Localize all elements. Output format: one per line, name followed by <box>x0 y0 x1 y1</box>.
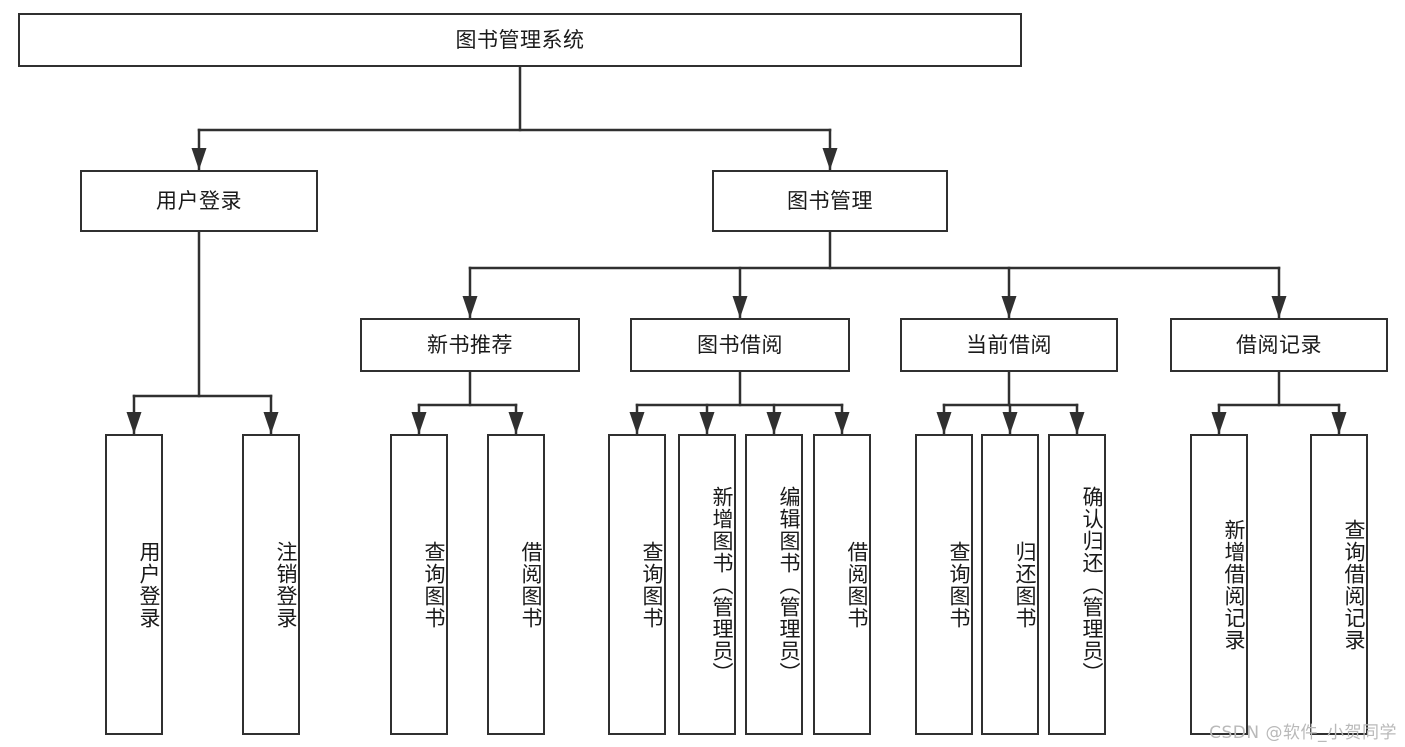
node-new-book-recommend[interactable]: 新书推荐 <box>360 318 580 372</box>
node-leaf-return-book[interactable]: 归还图书 <box>981 434 1039 735</box>
node-leaf-query-book-2[interactable]: 查询图书 <box>608 434 666 735</box>
node-leaf-query-record-label: 查询借阅记录 <box>1342 518 1366 651</box>
node-leaf-add-book[interactable]: 新增图书（管理员） <box>678 434 736 735</box>
node-root[interactable]: 图书管理系统 <box>18 13 1022 67</box>
node-user-login-label: 用户登录 <box>156 188 242 213</box>
node-leaf-return-book-label: 归还图书 <box>1013 540 1037 629</box>
node-current-borrow[interactable]: 当前借阅 <box>900 318 1118 372</box>
node-leaf-query-book-2-label: 查询图书 <box>640 540 664 629</box>
node-leaf-logout-label: 注销登录 <box>274 540 298 629</box>
node-leaf-logout[interactable]: 注销登录 <box>242 434 300 735</box>
node-leaf-query-book-3[interactable]: 查询图书 <box>915 434 973 735</box>
node-leaf-user-login-label: 用户登录 <box>137 540 161 629</box>
node-leaf-confirm-return-label: 确认归还（管理员） <box>1080 485 1104 684</box>
node-book-manage-label: 图书管理 <box>787 188 873 213</box>
node-book-manage[interactable]: 图书管理 <box>712 170 948 232</box>
node-leaf-edit-book[interactable]: 编辑图书（管理员） <box>745 434 803 735</box>
node-leaf-query-book-1[interactable]: 查询图书 <box>390 434 448 735</box>
node-leaf-borrow-book-1[interactable]: 借阅图书 <box>487 434 545 735</box>
node-leaf-add-record[interactable]: 新增借阅记录 <box>1190 434 1248 735</box>
node-leaf-add-book-label: 新增图书（管理员） <box>710 485 734 684</box>
node-book-borrow[interactable]: 图书借阅 <box>630 318 850 372</box>
node-leaf-add-record-label: 新增借阅记录 <box>1222 518 1246 651</box>
node-current-borrow-label: 当前借阅 <box>966 332 1052 357</box>
node-new-book-recommend-label: 新书推荐 <box>427 332 513 357</box>
node-leaf-edit-book-label: 编辑图书（管理员） <box>777 485 801 684</box>
node-borrow-record-label: 借阅记录 <box>1236 332 1322 357</box>
node-book-borrow-label: 图书借阅 <box>697 332 783 357</box>
node-leaf-borrow-book-2-label: 借阅图书 <box>845 540 869 629</box>
node-leaf-query-record[interactable]: 查询借阅记录 <box>1310 434 1368 735</box>
node-leaf-user-login[interactable]: 用户登录 <box>105 434 163 735</box>
node-user-login[interactable]: 用户登录 <box>80 170 318 232</box>
node-leaf-borrow-book-1-label: 借阅图书 <box>519 540 543 629</box>
node-leaf-confirm-return[interactable]: 确认归还（管理员） <box>1048 434 1106 735</box>
node-borrow-record[interactable]: 借阅记录 <box>1170 318 1388 372</box>
node-leaf-query-book-1-label: 查询图书 <box>422 540 446 629</box>
csdn-watermark: CSDN @软件_小贺同学 <box>1209 723 1397 743</box>
node-leaf-borrow-book-2[interactable]: 借阅图书 <box>813 434 871 735</box>
node-leaf-query-book-3-label: 查询图书 <box>947 540 971 629</box>
node-root-label: 图书管理系统 <box>455 27 585 52</box>
